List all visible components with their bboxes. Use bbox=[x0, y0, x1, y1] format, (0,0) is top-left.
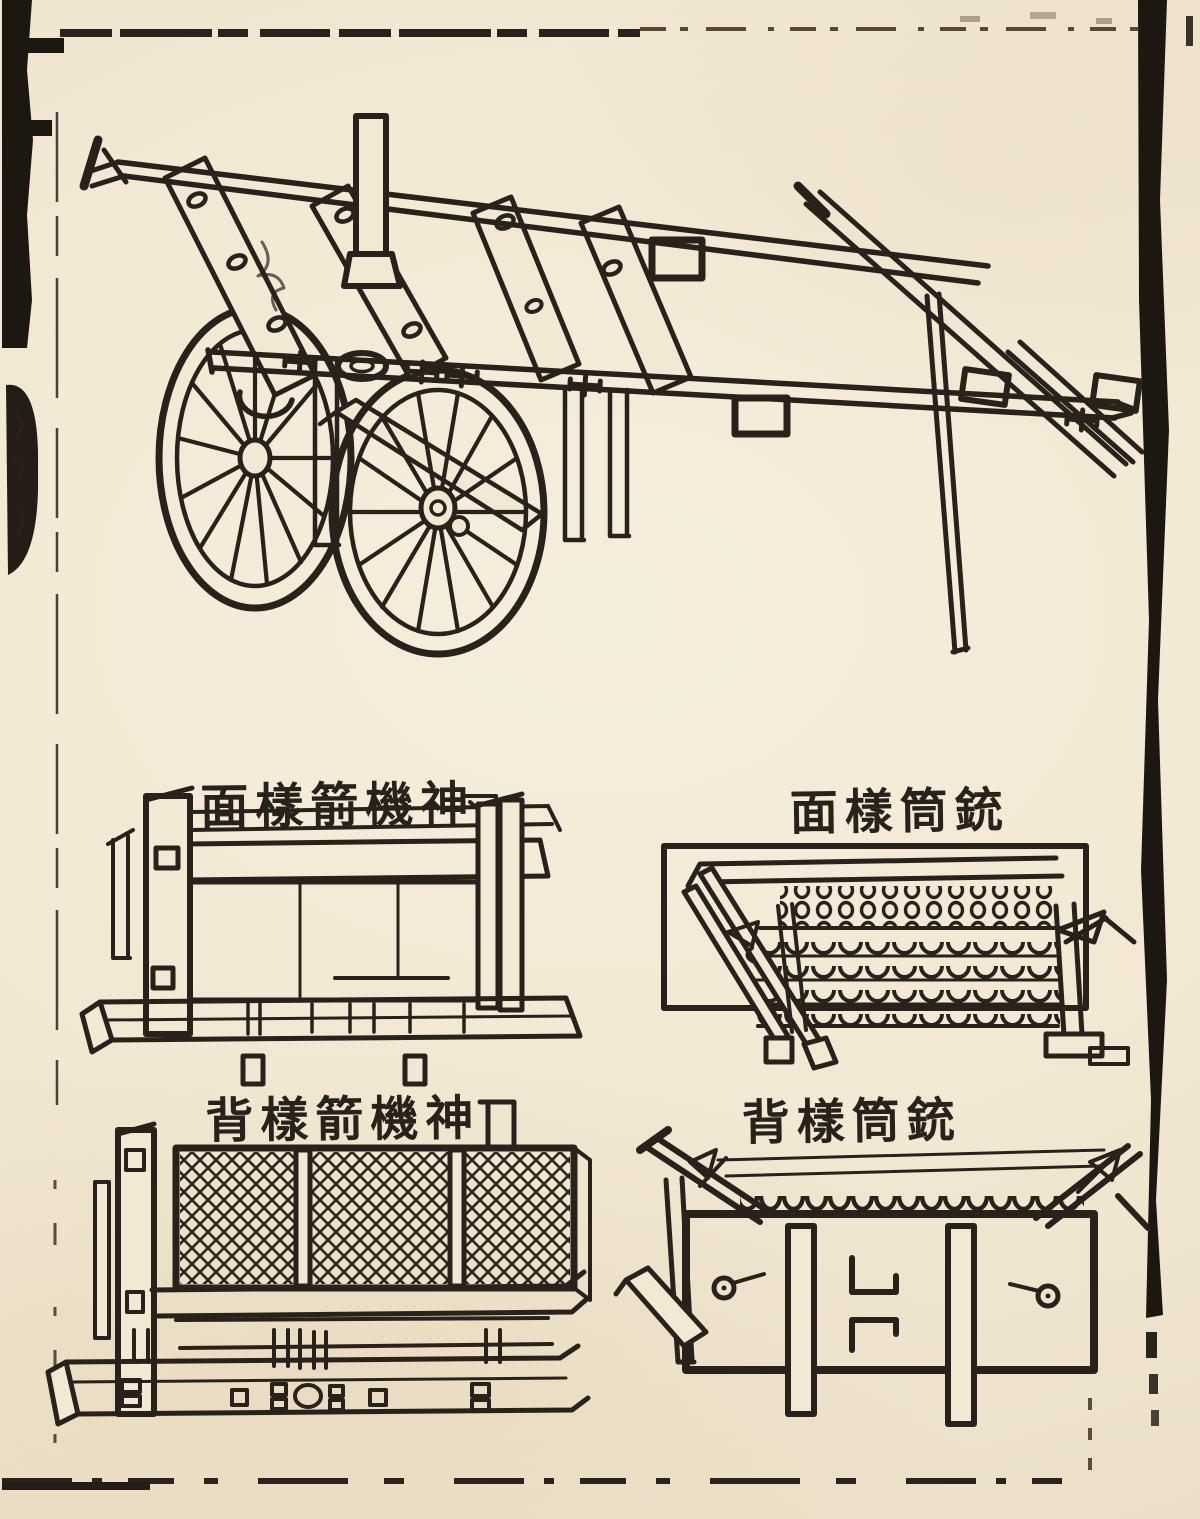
post-top-mark bbox=[477, 1099, 517, 1151]
rocket-box-back-figure: 背樣箭機神 bbox=[45, 1093, 592, 1427]
box-base bbox=[79, 995, 583, 1087]
back-panel bbox=[682, 1210, 1098, 1374]
pin-right bbox=[1008, 1282, 1061, 1309]
page-border-bottom bbox=[2, 1398, 1092, 1490]
tube-rack bbox=[685, 855, 1065, 1028]
handwritten-mark bbox=[256, 240, 286, 312]
page-border-top bbox=[60, 12, 1193, 46]
gun-tube-front-figure: 面樣筒銃 bbox=[661, 784, 1137, 1071]
rocket-box-front-figure: 面樣箭機神 bbox=[79, 779, 583, 1087]
batten-left bbox=[785, 1223, 817, 1417]
caption-gun-tube-front: 面樣筒銃 bbox=[789, 784, 1010, 840]
pin-left bbox=[711, 1272, 766, 1301]
rack-left-struts bbox=[681, 865, 839, 1071]
box-left-posts-back bbox=[93, 1121, 157, 1417]
box-stand bbox=[45, 1269, 591, 1427]
corner-pointer-left bbox=[636, 1126, 775, 1365]
staple-brackets bbox=[849, 1255, 899, 1353]
rocket-cart-figure bbox=[79, 113, 1145, 658]
box-right-posts bbox=[473, 791, 525, 1013]
caption-gun-tube-back: 背樣筒銃 bbox=[741, 1094, 962, 1150]
batten-right bbox=[945, 1223, 977, 1427]
lower-left-strut bbox=[613, 1265, 709, 1349]
base-fastener-marks bbox=[120, 1378, 491, 1412]
cart-bed-planks bbox=[162, 155, 694, 398]
page-border-right bbox=[1138, 0, 1169, 1426]
tube-backs-row bbox=[716, 1148, 1106, 1214]
cart-post-and-braces bbox=[341, 113, 1145, 655]
cart-shafts bbox=[79, 135, 1136, 438]
cart-right-wheel bbox=[328, 366, 548, 658]
caption-rocket-box-back: 背樣箭機神 bbox=[205, 1093, 481, 1149]
gun-tube-back-figure: 背樣筒銃 bbox=[613, 1094, 1151, 1427]
page-border-left bbox=[2, 0, 64, 1465]
rack-right-post bbox=[1043, 901, 1137, 1066]
net-panels bbox=[180, 1152, 570, 1284]
box-left-posts bbox=[106, 785, 195, 1037]
